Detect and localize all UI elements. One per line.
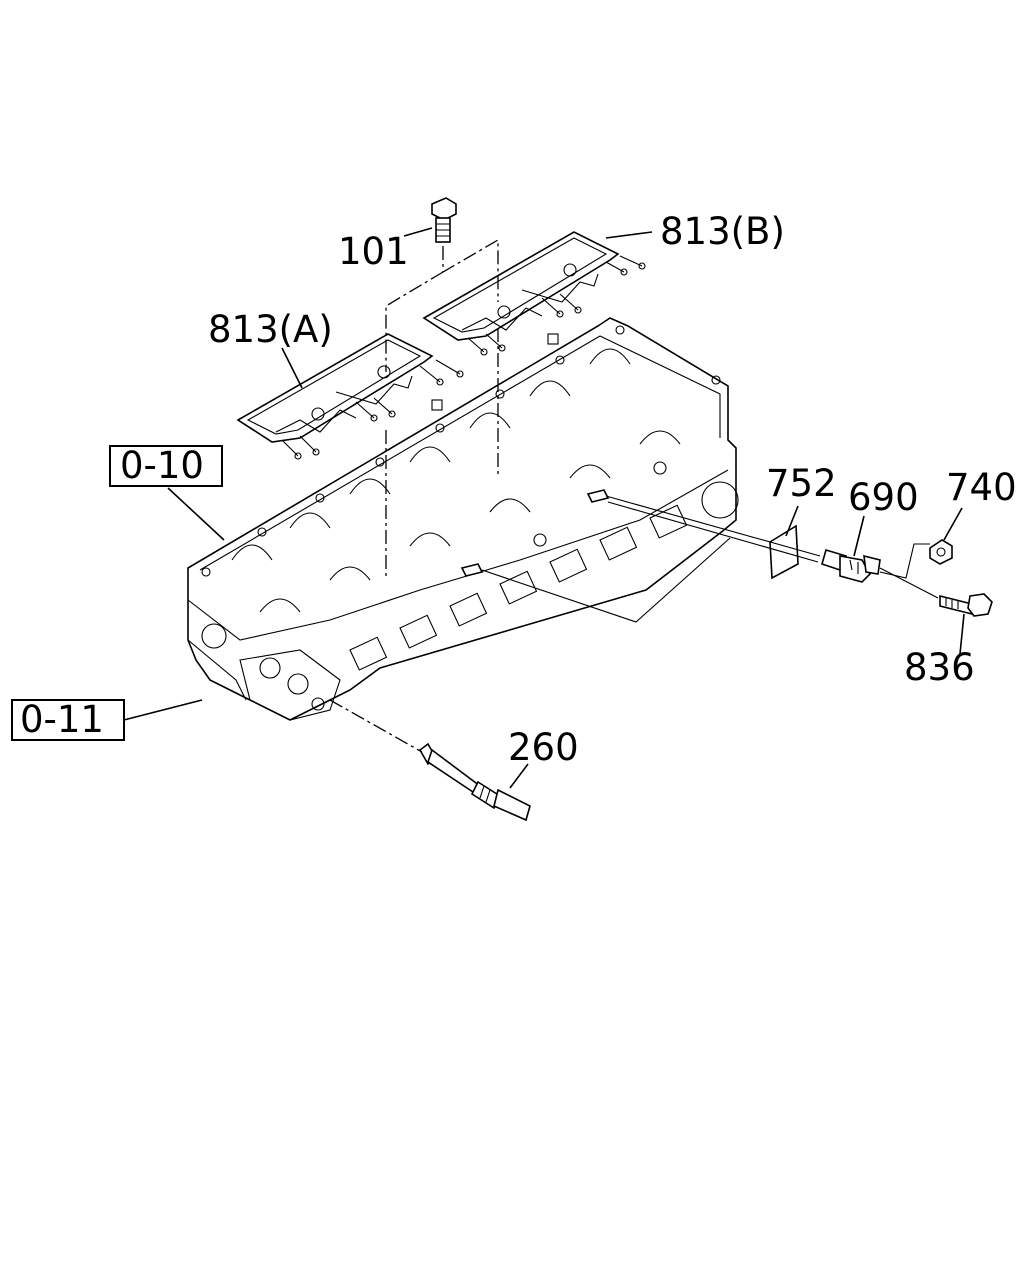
leader-lines [123, 227, 965, 789]
cylinder-head [187, 317, 739, 721]
sensor-690 [821, 549, 881, 583]
bolt-836 [939, 593, 993, 617]
reference-0-10: 0-10 [120, 444, 204, 487]
callout-260: 260 [508, 726, 579, 769]
callout-101: 101 [338, 230, 409, 273]
callout-813a: 813(A) [208, 308, 333, 351]
gasket-813b [422, 231, 646, 356]
nut-740 [929, 539, 953, 565]
gasket-813a [236, 333, 464, 460]
callout-752: 752 [766, 462, 837, 505]
callout-740: 740 [946, 466, 1017, 509]
reference-box-0-10[interactable]: 0-10 [109, 444, 223, 487]
callout-690: 690 [848, 476, 919, 519]
callout-813b: 813(B) [660, 210, 785, 253]
bolt-101 [431, 197, 457, 243]
reference-box-0-11[interactable]: 0-11 [11, 698, 125, 741]
reference-0-11: 0-11 [20, 698, 104, 741]
sensor-260 [418, 742, 531, 822]
callout-836: 836 [904, 646, 975, 689]
